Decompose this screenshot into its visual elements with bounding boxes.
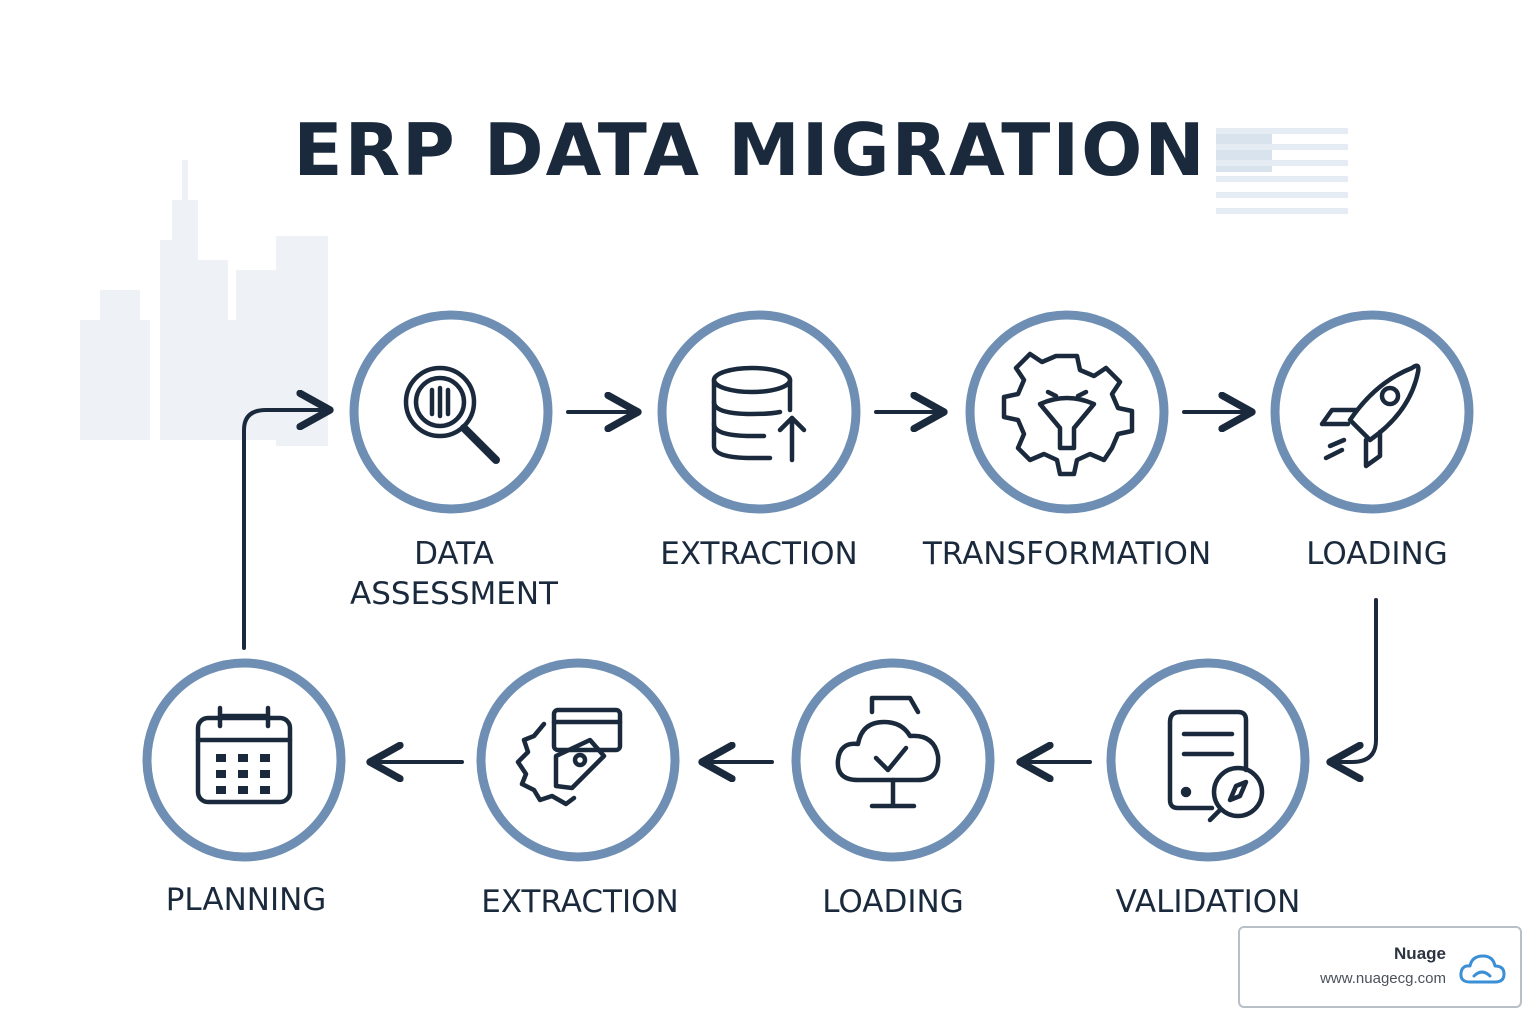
label-data-assessment-line1: DATA xyxy=(414,536,494,572)
label-transformation-text: TRANSFORMATION xyxy=(922,536,1212,572)
magnifier-icon xyxy=(403,365,500,464)
page-title: ERP DATA MIGRATION xyxy=(293,108,1207,192)
label-loading-bottom: LOADING xyxy=(793,882,993,922)
label-validation-text: VALIDATION xyxy=(1115,884,1301,920)
gear-funnel-icon xyxy=(1001,351,1135,477)
label-loading-bottom-text: LOADING xyxy=(822,884,964,920)
label-extraction-top-text: EXTRACTION xyxy=(660,536,858,572)
arrow-planning-to-assessment xyxy=(242,410,330,650)
label-transformation: TRANSFORMATION xyxy=(907,534,1227,574)
cloud-logo-icon xyxy=(1459,954,1506,984)
brand-url[interactable]: www.nuagecg.com xyxy=(1320,970,1446,987)
calendar-dots xyxy=(216,754,270,794)
document-check-icon xyxy=(1167,709,1265,823)
step-circle-loading-top xyxy=(1270,310,1474,514)
step-circle-data-assessment xyxy=(349,310,553,514)
label-validation: VALIDATION xyxy=(1090,882,1326,922)
flag-decoration xyxy=(1216,128,1348,214)
step-circle-extraction-bottom xyxy=(476,658,680,862)
label-planning-text: PLANNING xyxy=(165,882,327,918)
rocket-icon xyxy=(1319,363,1421,469)
step-circle-validation xyxy=(1106,658,1310,862)
calendar-icon xyxy=(195,705,293,805)
arrow-loading-to-validation xyxy=(1330,598,1378,762)
brand-name: Nuage xyxy=(1394,944,1446,963)
label-extraction-bottom-text: EXTRACTION xyxy=(481,884,679,920)
cloud-monitor-icon xyxy=(835,695,941,809)
label-data-assessment-line2: ASSESSMENT xyxy=(350,576,558,612)
label-loading-top-text: LOADING xyxy=(1306,536,1448,572)
brand-badge[interactable]: Nuage www.nuagecg.com xyxy=(1238,926,1522,1008)
gear-tag-icon xyxy=(515,707,623,807)
label-planning: PLANNING xyxy=(144,880,348,920)
database-upload-icon xyxy=(711,365,807,463)
label-extraction-top: EXTRACTION xyxy=(634,534,884,574)
step-circle-loading-bottom xyxy=(791,658,995,862)
label-extraction-bottom: EXTRACTION xyxy=(455,882,705,922)
label-data-assessment: DATA ASSESSMENT xyxy=(331,534,577,614)
label-loading-top: LOADING xyxy=(1277,534,1477,574)
step-circle-transformation xyxy=(965,310,1169,514)
